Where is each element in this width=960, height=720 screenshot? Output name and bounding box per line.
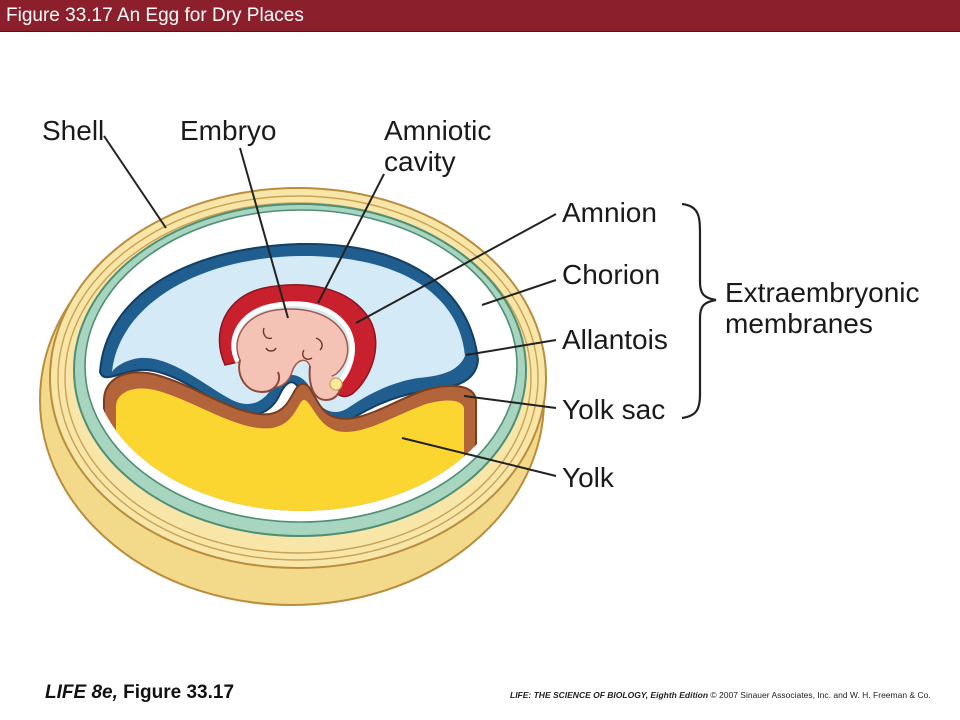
figure-title: Figure 33.17 An Egg for Dry Places (6, 5, 304, 26)
label-chorion: Chorion (562, 259, 661, 290)
credit-title: LIFE: THE SCIENCE OF BIOLOGY, Eighth Edi… (510, 690, 709, 700)
yolk (116, 388, 464, 511)
label-amnion: Amnion (562, 197, 657, 228)
label-extraembryonic-membranes: Extraembryonic membranes (725, 277, 920, 339)
label-yolk-sac: Yolk sac (562, 394, 666, 425)
extraembryonic-bracket (681, 202, 717, 420)
figure-number: Figure 33.17 (117, 682, 235, 703)
label-shell: Shell (42, 115, 105, 146)
title-bar: Figure 33.17 An Egg for Dry Places (0, 0, 960, 32)
credit-text: © 2007 Sinauer Associates, Inc. and W. H… (708, 690, 931, 700)
leader-lines (103, 135, 557, 477)
egg-diagram (39, 135, 717, 606)
label-allantois: Allantois (562, 324, 668, 355)
label-yolk: Yolk (562, 462, 614, 493)
book-label: LIFE 8e, (45, 682, 118, 703)
figure-reference: LIFE 8e, Figure 33.17 (45, 682, 234, 704)
label-amniotic-cavity: Amniotic cavity (384, 115, 492, 177)
label-embryo: Embryo (180, 115, 277, 146)
copyright-credit: LIFE: THE SCIENCE OF BIOLOGY, Eighth Edi… (510, 690, 931, 700)
